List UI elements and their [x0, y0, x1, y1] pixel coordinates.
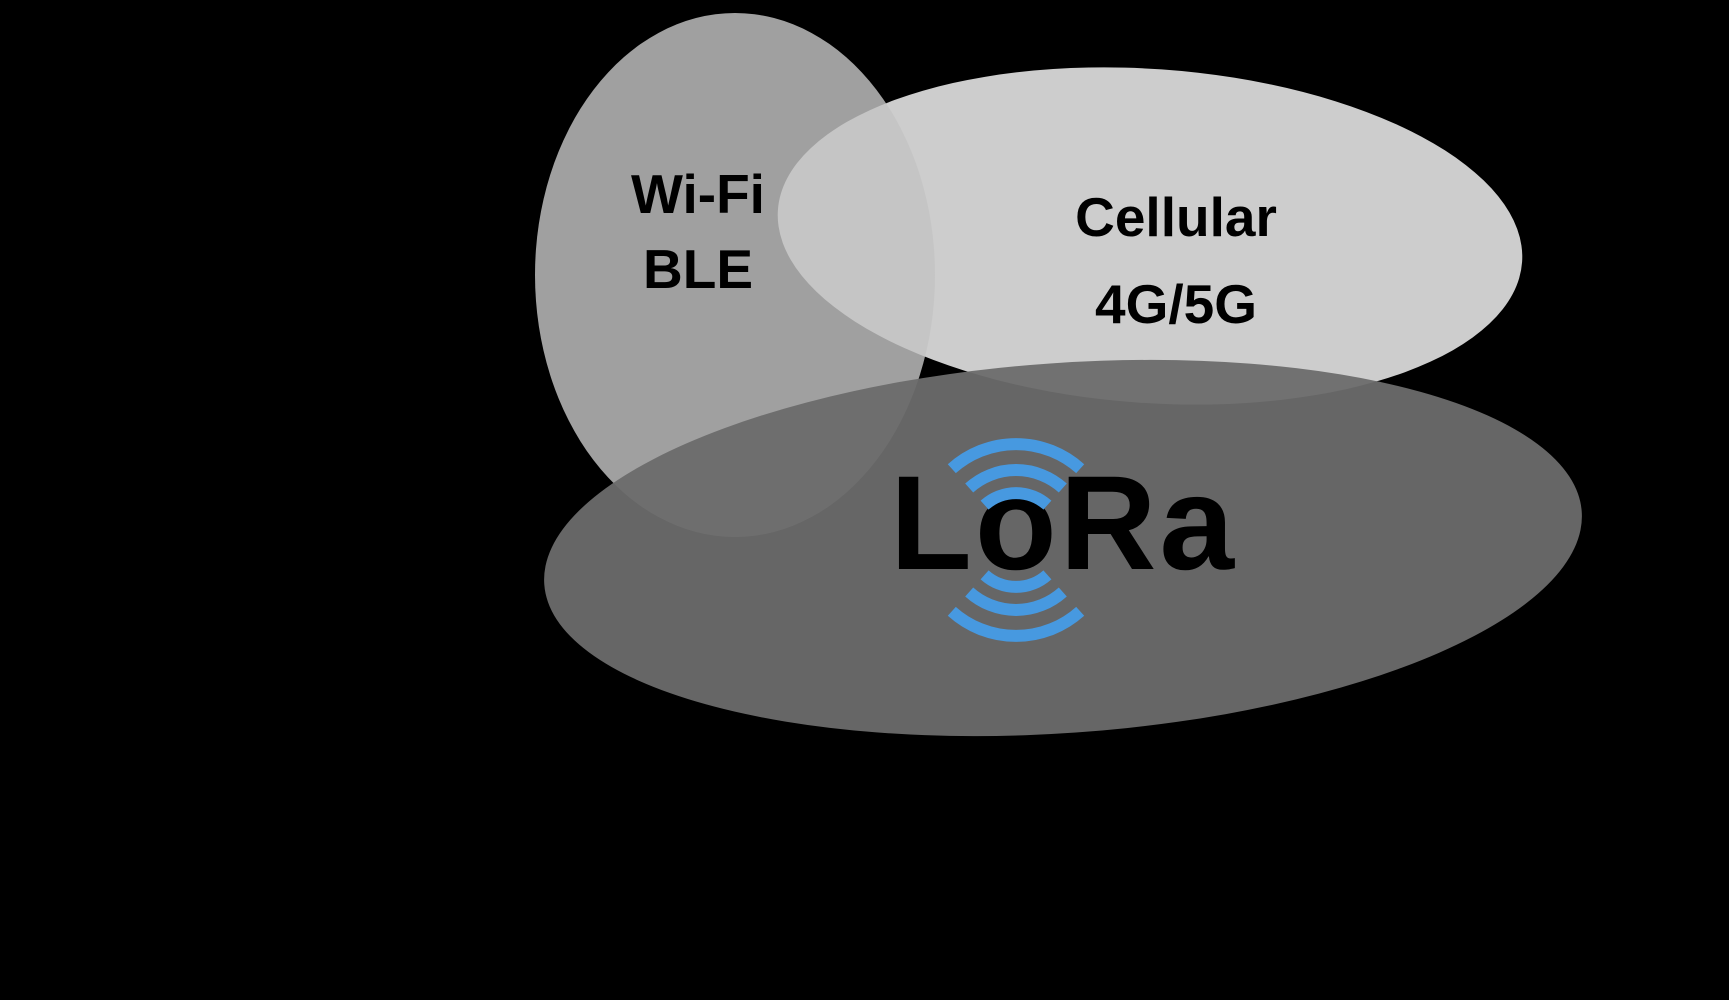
ble-label: BLE [643, 238, 753, 300]
cellular-4g5g-label: 4G/5G [1094, 273, 1258, 335]
lora-signal-waves-icon [947, 438, 1085, 642]
lora-logo-text: LoRa [890, 449, 1237, 598]
wifi-label: Wi-Fi [631, 163, 765, 225]
cellular-label: Cellular [1075, 186, 1277, 248]
